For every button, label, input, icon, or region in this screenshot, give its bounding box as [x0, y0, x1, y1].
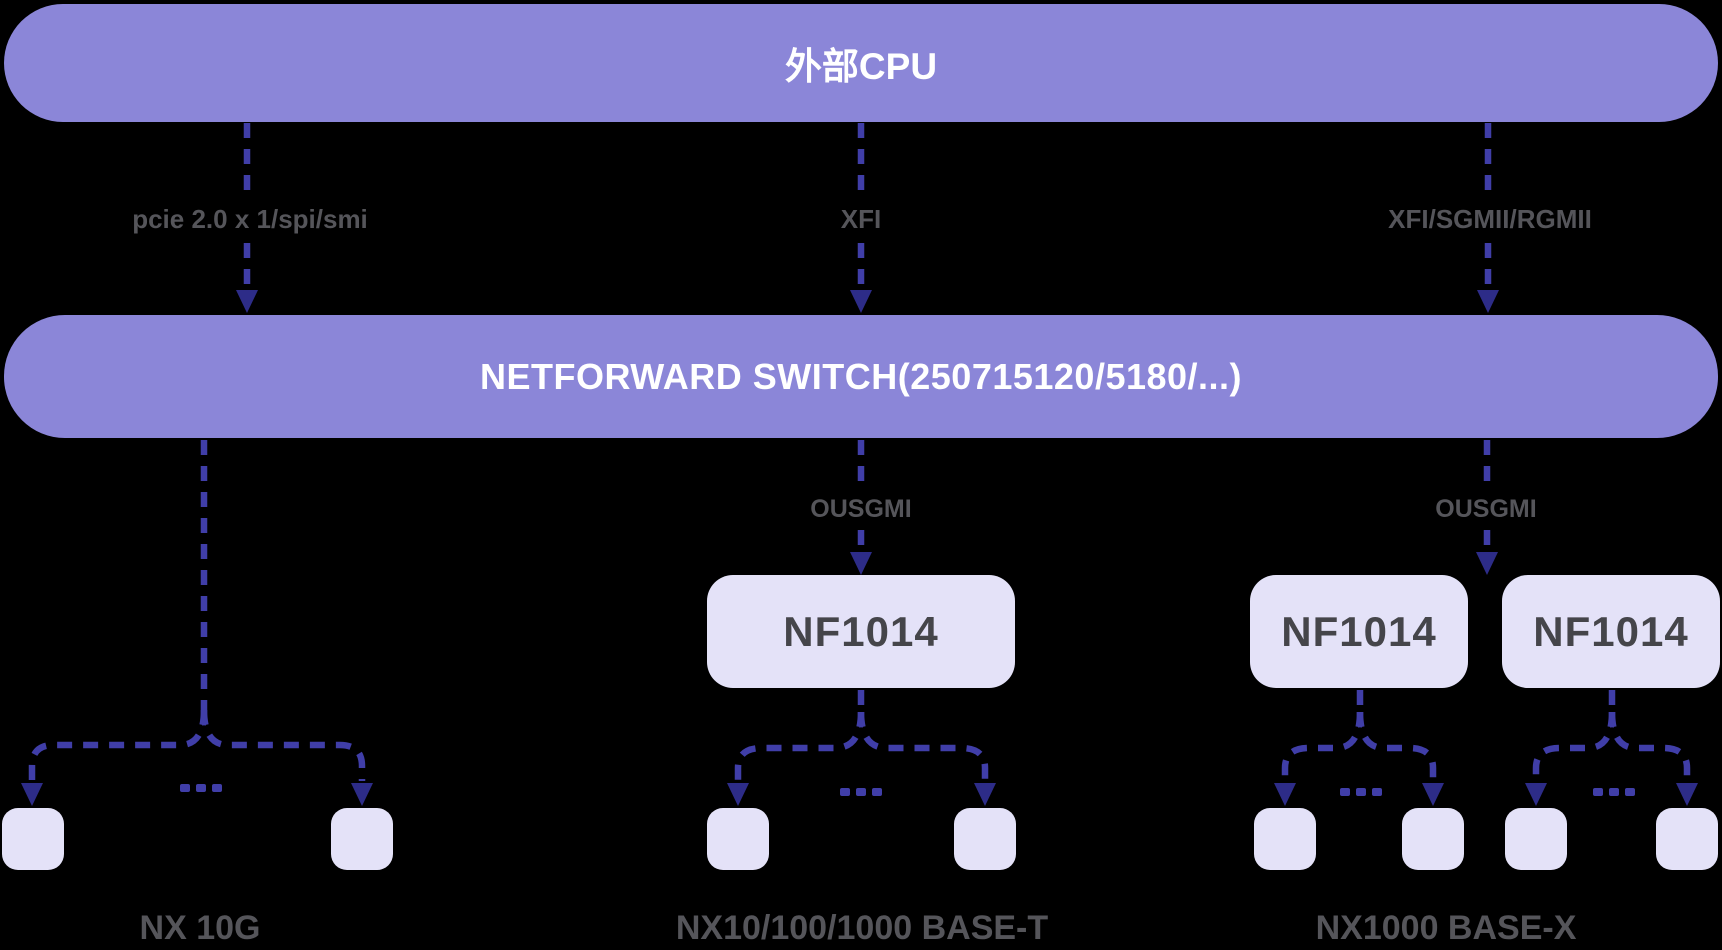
- edge-label-ousgmi-right: OUSGMI: [1435, 495, 1537, 523]
- port-box: [1656, 808, 1718, 870]
- node-nf1014-right1: NF1014: [1250, 575, 1468, 688]
- group-label-nx1000-base-x: NX1000 BASE-X: [1315, 909, 1577, 947]
- edge-nf1014-right1-ports: [1274, 690, 1444, 806]
- node-netforward-switch-label: NETFORWARD SWITCH(250715120/5180/...): [479, 355, 1243, 397]
- arrow-down-icon: [1274, 783, 1296, 806]
- edge-label-xfi: XFI: [840, 204, 882, 234]
- node-nf1014-right2: NF1014: [1502, 575, 1720, 688]
- ellipsis-icon: [1340, 788, 1382, 796]
- group-label-nx10g: NX 10G: [139, 909, 261, 947]
- node-external-cpu: 外部CPU: [4, 4, 1718, 122]
- node-netforward-switch: NETFORWARD SWITCH(250715120/5180/...): [4, 315, 1718, 438]
- edge-cpu-switch-pcie: [236, 123, 258, 313]
- port-box: [1254, 808, 1316, 870]
- port-box: [954, 808, 1016, 870]
- arrow-down-icon: [1422, 783, 1444, 806]
- arrow-down-icon: [21, 783, 43, 806]
- edge-label-xfi-sgmii-rgmii: XFI/SGMII/RGMII: [1388, 204, 1592, 234]
- node-nf1014-label: NF1014: [783, 607, 939, 655]
- node-nf1014-mid: NF1014: [707, 575, 1015, 688]
- ellipsis-icon: [1593, 788, 1635, 796]
- arrow-down-icon: [850, 290, 872, 313]
- arrow-down-icon: [1476, 552, 1498, 575]
- edge-switch-nf1014-right: [1476, 440, 1498, 575]
- arrow-down-icon: [1525, 783, 1547, 806]
- port-box: [2, 808, 64, 870]
- arrow-down-icon: [1676, 783, 1698, 806]
- edge-cpu-switch-xfi-sgmii-rgmii: [1477, 123, 1499, 313]
- port-box: [707, 808, 769, 870]
- edge-label-ousgmi-mid: OUSGMI: [810, 495, 912, 523]
- arrow-down-icon: [850, 552, 872, 575]
- edge-label-pcie: pcie 2.0 x 1/spi/smi: [132, 204, 368, 234]
- arrow-down-icon: [974, 783, 996, 806]
- node-external-cpu-label: 外部CPU: [784, 46, 938, 87]
- edge-nf1014-mid-ports: [727, 690, 996, 806]
- arrow-down-icon: [727, 783, 749, 806]
- node-nf1014-label: NF1014: [1281, 607, 1437, 655]
- edge-cpu-switch-xfi: [850, 123, 872, 313]
- edge-switch-nf1014-mid: [850, 440, 872, 575]
- ellipsis-icon: [180, 784, 222, 792]
- arrow-down-icon: [351, 783, 373, 806]
- ellipsis-icon: [840, 788, 882, 796]
- arrow-down-icon: [1477, 290, 1499, 313]
- edge-switch-nx10g: [21, 440, 373, 806]
- group-label-nx-base-t: NX10/100/1000 BASE-T: [675, 909, 1049, 947]
- port-box: [1402, 808, 1464, 870]
- node-nf1014-label: NF1014: [1533, 607, 1689, 655]
- edge-nf1014-right2-ports: [1525, 690, 1698, 806]
- port-box: [1505, 808, 1567, 870]
- arrow-down-icon: [236, 290, 258, 313]
- port-box: [331, 808, 393, 870]
